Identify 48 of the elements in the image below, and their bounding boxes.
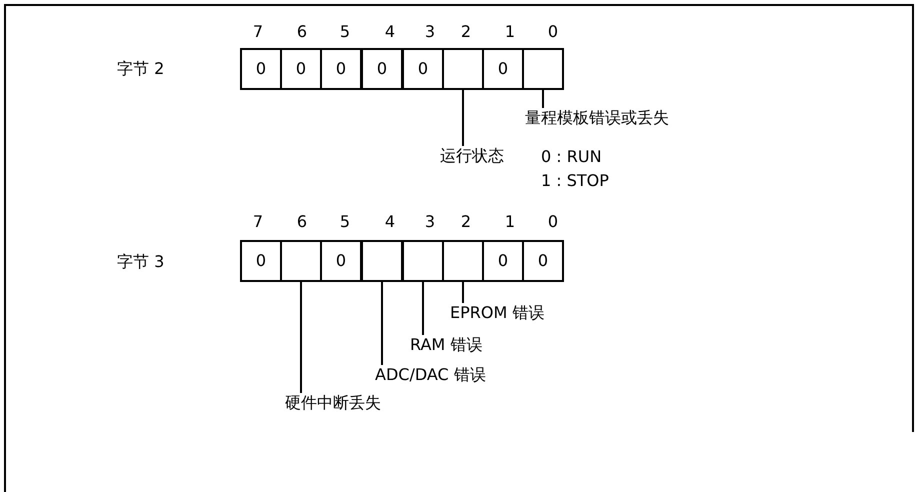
leader-label: 运行状态 [440,146,504,166]
bit-cell: 0 [280,48,322,90]
leader-label: ADC/DAC 错误 [375,365,486,385]
leader-label: RAM 错误 [410,335,482,355]
bit-number: 6 [296,212,308,232]
leader-line [462,282,464,303]
bit-cell [280,240,322,282]
leader-label: 量程模板错误或丢失 [525,108,669,128]
bit-cell: 0 [361,48,403,90]
leader-line [422,282,424,335]
leader-line [381,282,383,365]
leader-label: EPROM 错误 [450,303,544,323]
bit-number: 2 [460,212,472,232]
bit-cell: 0 [482,48,524,90]
leader-label: 硬件中断丢失 [285,393,381,413]
bit-cell: 0 [240,48,282,90]
bit-cell [522,48,564,90]
state-note: 0 : RUN [541,147,602,167]
bit-number: 5 [338,212,352,232]
bit-cell [442,240,484,282]
bit-cell: 0 [320,48,362,90]
bit-number: 3 [424,212,436,232]
bit-number: 4 [384,212,396,232]
bit-cell [402,240,444,282]
bit-cell: 0 [522,240,564,282]
bit-number: 1 [504,22,516,42]
state-note: 1 : STOP [541,171,609,191]
bit-cell: 0 [482,240,524,282]
bit-cell [361,240,403,282]
byte-label: 字节 2 [117,59,164,79]
leader-line [300,282,302,393]
bit-number: 0 [546,22,560,42]
bit-cell: 0 [240,240,282,282]
bit-number: 5 [338,22,352,42]
leader-line [542,90,544,108]
bit-number: 4 [384,22,396,42]
bit-number: 7 [252,212,264,232]
byte-label: 字节 3 [117,252,164,272]
leader-line [462,90,464,146]
bit-cell [442,48,484,90]
bit-cell: 0 [402,48,444,90]
bit-number: 7 [252,22,264,42]
bit-number: 0 [546,212,560,232]
bit-number: 2 [460,22,472,42]
bit-number: 1 [504,212,516,232]
bit-cell: 0 [320,240,362,282]
bit-number: 3 [424,22,436,42]
bit-number: 6 [296,22,308,42]
